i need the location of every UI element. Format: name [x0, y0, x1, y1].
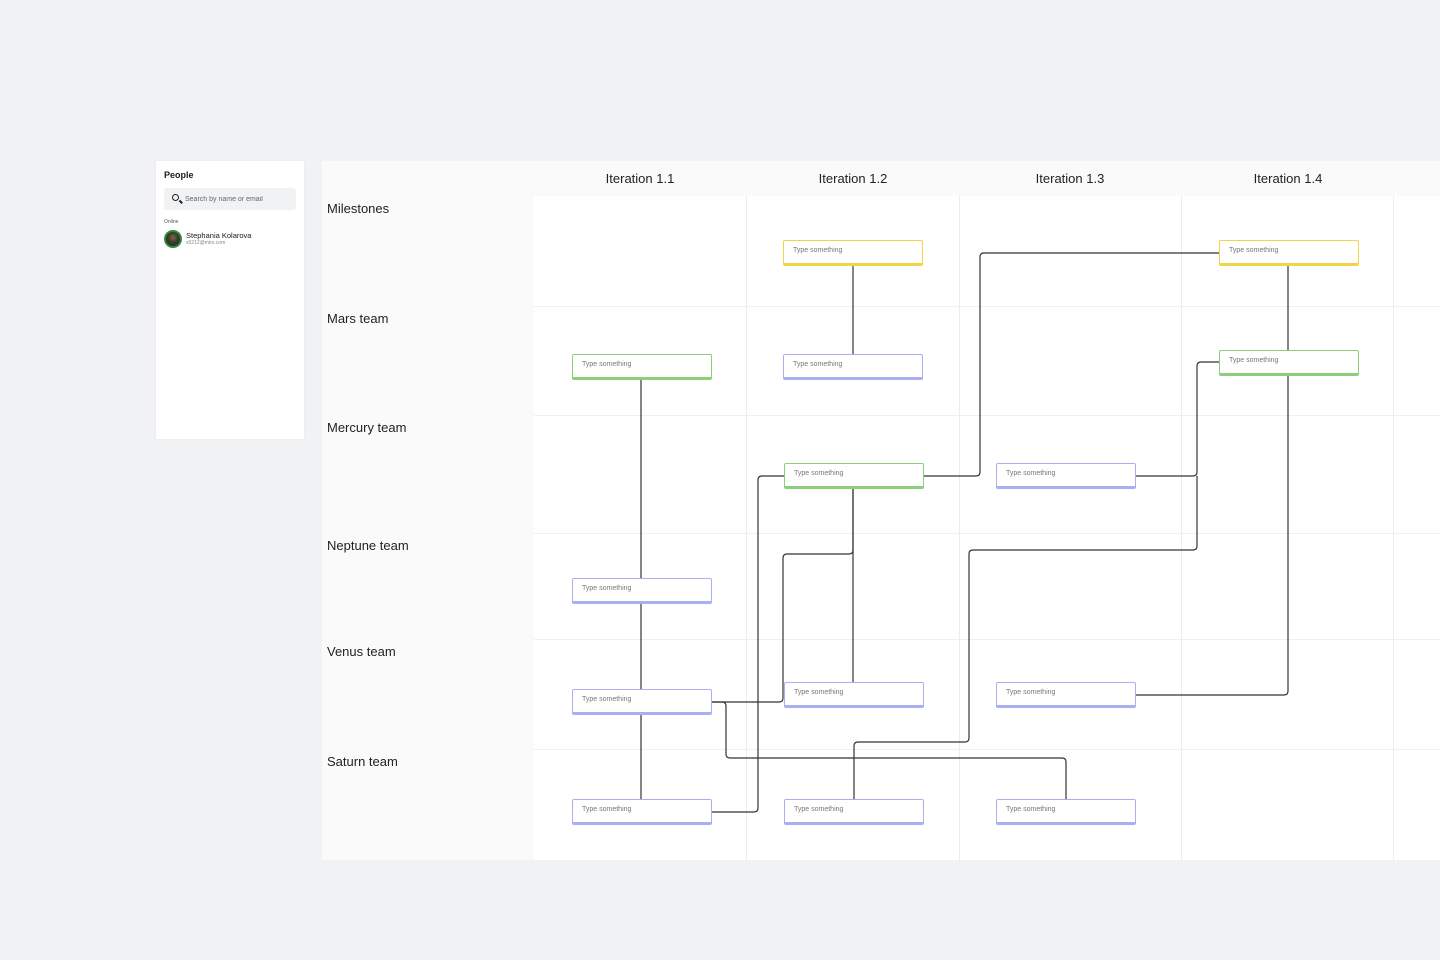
column-header-iteration-1-4: Iteration 1.4 — [1253, 171, 1323, 186]
mercury-card[interactable]: Type something — [784, 463, 924, 489]
online-section-label: Online — [164, 219, 179, 225]
card-placeholder: Type something — [1229, 247, 1279, 254]
card-placeholder: Type something — [794, 806, 844, 813]
card-placeholder: Type something — [1229, 357, 1279, 364]
row-label-venus-team: Venus team — [327, 644, 396, 659]
person-item[interactable]: Stephania Kolarova s5212@miro.com — [164, 229, 296, 249]
card-placeholder: Type something — [582, 806, 632, 813]
person-email: s5212@miro.com — [186, 240, 226, 246]
saturn-card[interactable]: Type something — [572, 799, 712, 825]
row-divider — [534, 533, 1440, 534]
column-header-iteration-1-1: Iteration 1.1 — [605, 171, 675, 186]
people-panel: People Online Stephania Kolarova s5212@m… — [156, 161, 304, 439]
person-name: Stephania Kolarova — [186, 231, 252, 240]
avatar — [164, 230, 182, 248]
row-divider — [534, 415, 1440, 416]
people-search-box[interactable] — [164, 188, 296, 210]
row-label-mercury-team: Mercury team — [327, 420, 407, 435]
row-divider — [534, 749, 1440, 750]
row-label-saturn-team: Saturn team — [327, 754, 398, 769]
mars-card[interactable]: Type something — [783, 354, 923, 380]
card-placeholder: Type something — [794, 689, 844, 696]
card-placeholder: Type something — [1006, 806, 1056, 813]
column-divider — [1181, 196, 1182, 860]
milestone-card[interactable]: Type something — [783, 240, 923, 266]
card-placeholder: Type something — [793, 247, 843, 254]
row-label-milestones: Milestones — [327, 201, 390, 216]
people-panel-title: People — [164, 170, 194, 180]
card-placeholder: Type something — [582, 361, 632, 368]
card-placeholder: Type something — [1006, 689, 1056, 696]
neptune-card[interactable]: Type something — [572, 578, 712, 604]
venus-card[interactable]: Type something — [784, 682, 924, 708]
column-divider — [746, 196, 747, 860]
search-icon — [172, 194, 179, 201]
column-header-iteration-1-3: Iteration 1.3 — [1035, 171, 1105, 186]
card-placeholder: Type something — [794, 470, 844, 477]
board-grid — [534, 196, 1440, 860]
card-placeholder: Type something — [793, 361, 843, 368]
venus-card[interactable]: Type something — [996, 682, 1136, 708]
column-divider — [1393, 196, 1394, 860]
people-search-input[interactable] — [185, 192, 293, 206]
row-divider — [534, 639, 1440, 640]
milestone-card[interactable]: Type something — [1219, 240, 1359, 266]
row-label-neptune-team: Neptune team — [327, 538, 409, 553]
column-divider — [959, 196, 960, 860]
saturn-card[interactable]: Type something — [996, 799, 1136, 825]
mars-card[interactable]: Type something — [572, 354, 712, 380]
card-placeholder: Type something — [1006, 470, 1056, 477]
saturn-card[interactable]: Type something — [784, 799, 924, 825]
card-placeholder: Type something — [582, 585, 632, 592]
mercury-card[interactable]: Type something — [996, 463, 1136, 489]
card-placeholder: Type something — [582, 696, 632, 703]
row-label-mars-team: Mars team — [327, 311, 389, 326]
row-divider — [534, 306, 1440, 307]
venus-card[interactable]: Type something — [572, 689, 712, 715]
mars-card[interactable]: Type something — [1219, 350, 1359, 376]
column-header-iteration-1-2: Iteration 1.2 — [818, 171, 888, 186]
